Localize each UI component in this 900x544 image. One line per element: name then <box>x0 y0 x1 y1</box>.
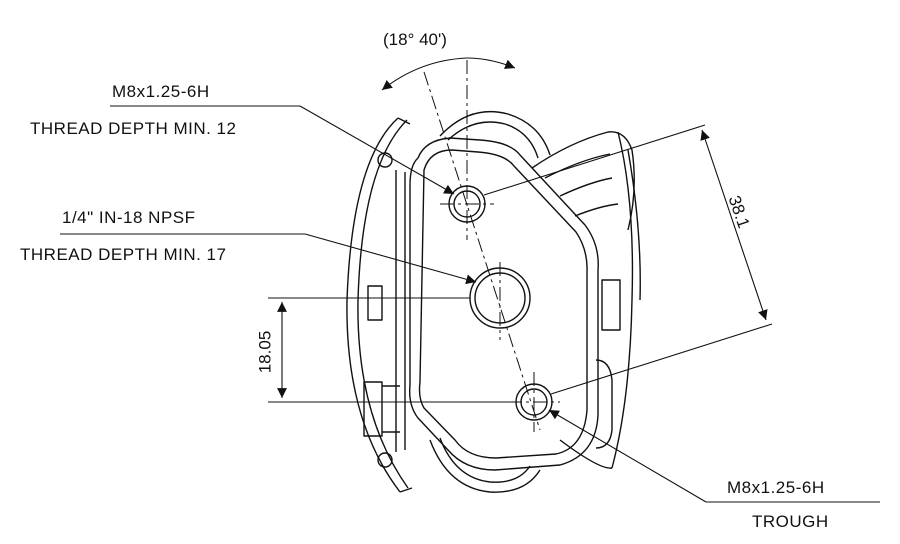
top-port-spec: M8x1.25-6H <box>112 82 210 101</box>
offset-dimension <box>268 297 520 403</box>
center-lines <box>423 60 560 432</box>
bottom-port-spec: M8x1.25-6H <box>727 478 825 497</box>
angle-dimension-label: (18° 40') <box>383 30 447 49</box>
spacing-dimension <box>483 124 773 395</box>
leader-lines <box>60 105 880 503</box>
angle-dimension-arc <box>381 57 516 91</box>
port-face <box>408 137 599 471</box>
mounting-flange <box>346 117 413 493</box>
center-port-depth: THREAD DEPTH MIN. 17 <box>20 245 227 264</box>
center-port-spec: 1/4" IN-18 NPSF <box>62 208 196 227</box>
top-port-depth: THREAD DEPTH MIN. 12 <box>30 119 237 138</box>
offset-dimension-label: 18.05 <box>255 330 275 374</box>
bottom-port-note: TROUGH <box>752 512 829 531</box>
rear-body <box>429 110 641 493</box>
